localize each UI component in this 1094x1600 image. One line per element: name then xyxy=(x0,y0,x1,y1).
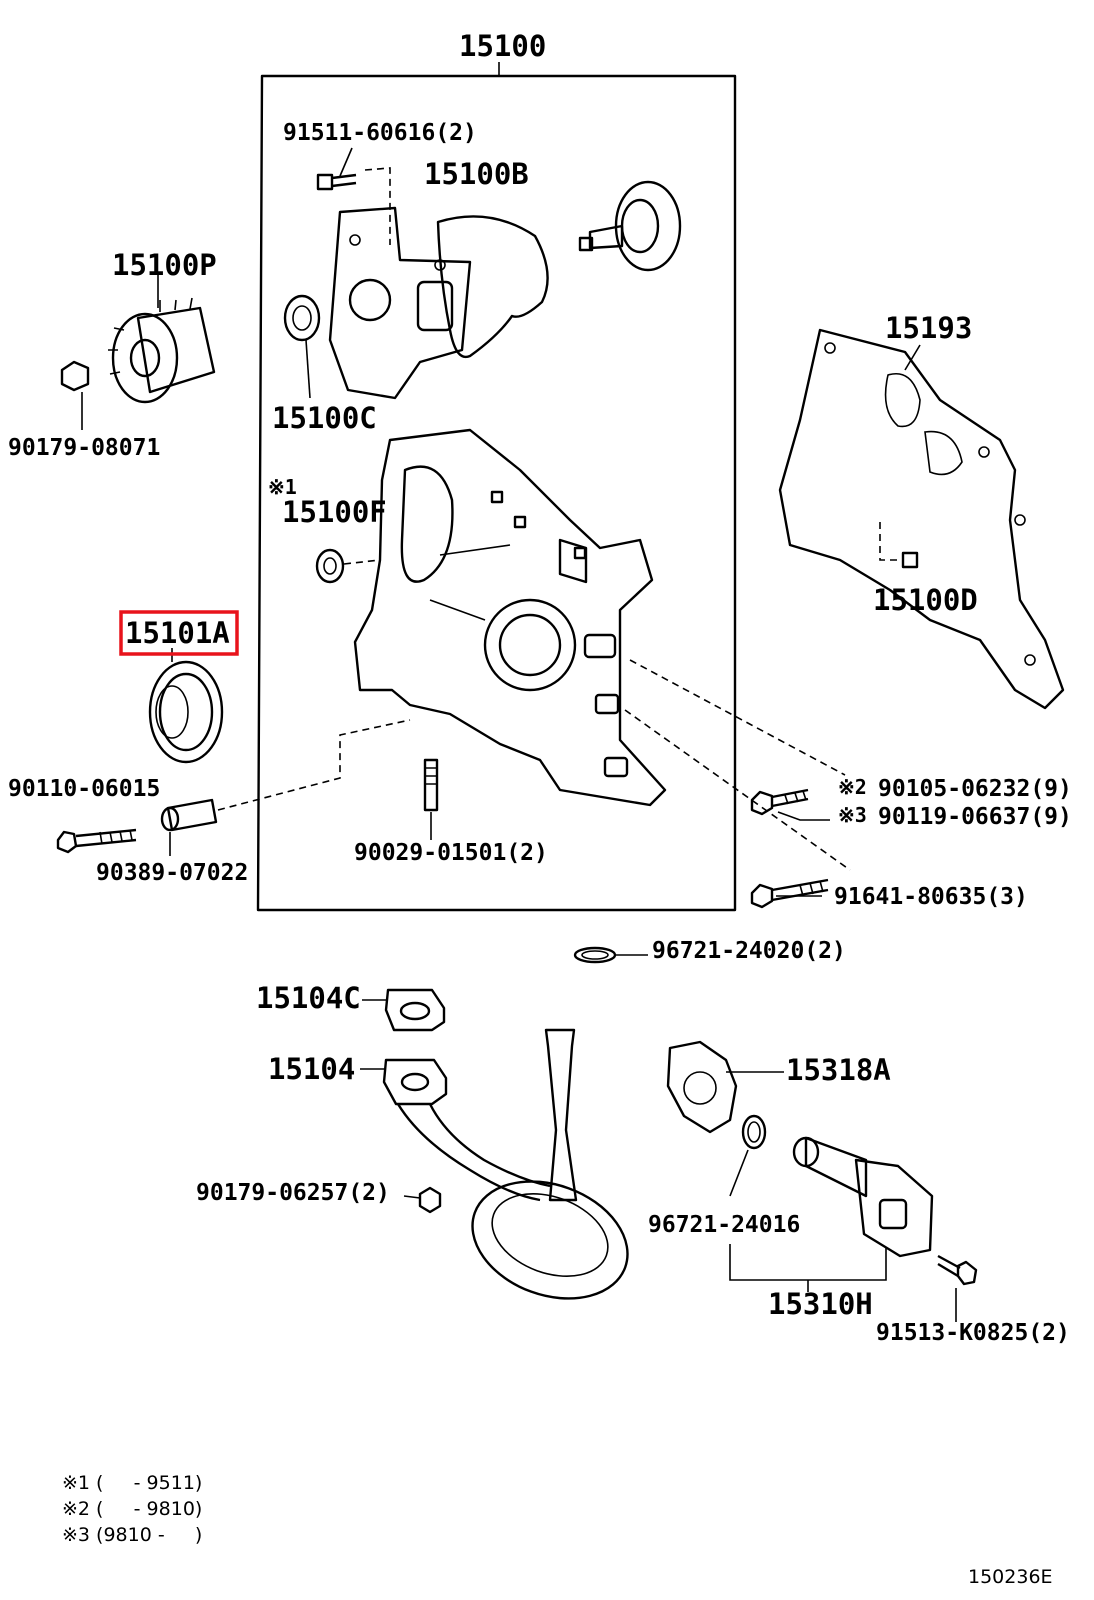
bolt-90105-drawing xyxy=(629,659,846,821)
pulley-15100p-drawing xyxy=(108,272,216,404)
label-15100c[interactable]: 15100C xyxy=(272,401,377,435)
oil-pump-cover-drawing xyxy=(328,167,472,400)
seal-15100c-drawing xyxy=(283,294,321,399)
footnote-1: ※1 ( - 9511) xyxy=(62,1472,202,1494)
strainer-15104-drawing xyxy=(360,1028,629,1300)
label-15100[interactable]: 15100 xyxy=(459,29,546,63)
part-highlight-box xyxy=(119,610,239,656)
nut-90179-06257-drawing xyxy=(403,1186,442,1214)
label-90119-06637[interactable]: 90119-06637(9) xyxy=(878,804,1072,830)
gasket-15100b-drawing xyxy=(436,215,549,359)
label-90179-06257[interactable]: 90179-06257(2) xyxy=(196,1180,390,1206)
label-15104c[interactable]: 15104C xyxy=(256,981,361,1015)
label-15100d[interactable]: 15100D xyxy=(873,583,978,617)
gear-rotor-drawing xyxy=(578,180,682,272)
nut-90179-drawing xyxy=(60,360,90,430)
oil-seal-15101a-drawing xyxy=(148,648,224,764)
gasket-15193-drawing xyxy=(778,328,1065,710)
label-15193[interactable]: 15193 xyxy=(885,311,972,345)
note-mark-1: ※1 xyxy=(268,475,297,499)
label-96721-24016[interactable]: 96721-24016 xyxy=(648,1212,800,1238)
label-15104[interactable]: 15104 xyxy=(268,1052,355,1086)
figure-code: 150236E xyxy=(968,1566,1053,1588)
bolt-90110-drawing xyxy=(56,828,137,854)
note-mark-3: ※3 xyxy=(838,803,867,827)
timing-cover-body-drawing xyxy=(353,428,667,807)
label-91511-60616[interactable]: 91511-60616(2) xyxy=(283,120,477,146)
label-90105-06232[interactable]: 90105-06232(9) xyxy=(878,776,1072,802)
sleeve-90389-drawing xyxy=(160,719,411,856)
label-15100b[interactable]: 15100B xyxy=(424,157,529,191)
label-15310h[interactable]: 15310H xyxy=(768,1287,873,1321)
note-mark-2: ※2 xyxy=(838,775,867,799)
bolt-91511-drawing xyxy=(316,147,357,191)
label-91513-k0825[interactable]: 91513-K0825(2) xyxy=(876,1320,1070,1346)
label-15318a[interactable]: 15318A xyxy=(786,1053,891,1087)
bolt-91513-drawing xyxy=(937,1254,978,1322)
relief-valve-15310h-drawing xyxy=(729,1136,934,1292)
gasket-15104c-drawing xyxy=(362,988,446,1032)
bolt-91641-drawing xyxy=(624,709,851,909)
label-90110-06015[interactable]: 90110-06015 xyxy=(8,776,160,802)
assembly-frame-15100 xyxy=(256,62,737,912)
gasket-15318a-drawing xyxy=(666,1040,784,1134)
seal-15100f-drawing xyxy=(315,548,381,584)
footnote-2: ※2 ( - 9810) xyxy=(62,1498,202,1520)
footnote-3: ※3 (9810 - ) xyxy=(62,1524,202,1546)
pin-15100d-drawing xyxy=(879,522,919,569)
label-15100p[interactable]: 15100P xyxy=(112,248,217,282)
stud-90029-drawing xyxy=(423,758,439,840)
label-90389-07022[interactable]: 90389-07022 xyxy=(96,860,248,886)
label-96721-24020[interactable]: 96721-24020(2) xyxy=(652,938,846,964)
label-15101a[interactable]: 15101A xyxy=(125,616,230,650)
label-91641-80635[interactable]: 91641-80635(3) xyxy=(834,884,1028,910)
label-90179-08071[interactable]: 90179-08071 xyxy=(8,435,160,461)
label-90029-01501[interactable]: 90029-01501(2) xyxy=(354,840,548,866)
o-ring-96721-24016-drawing xyxy=(729,1114,767,1197)
label-15100f[interactable]: 15100F xyxy=(282,495,387,529)
o-ring-96721-24020-drawing xyxy=(573,946,648,964)
